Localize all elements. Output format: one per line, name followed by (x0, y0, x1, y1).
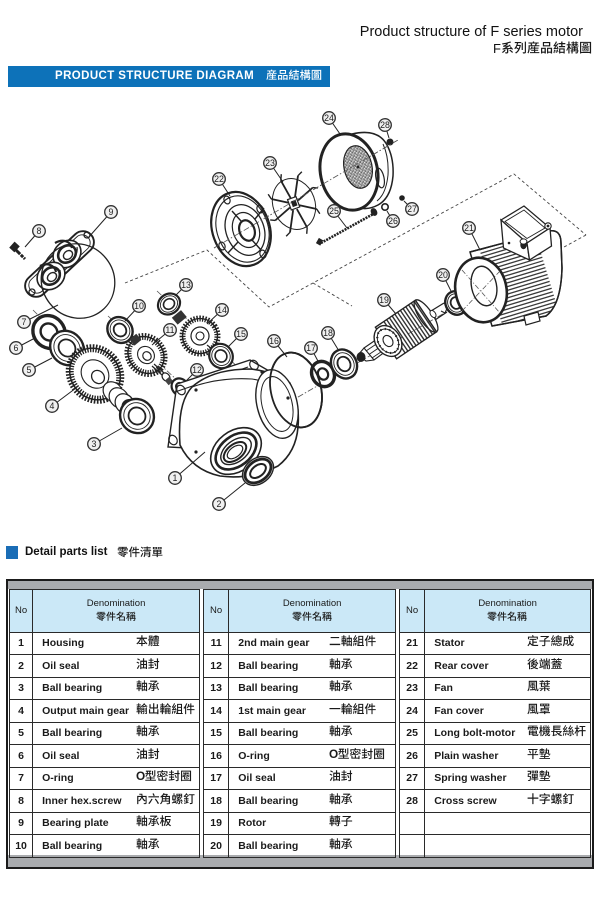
svg-text:18: 18 (323, 328, 333, 338)
svg-text:8: 8 (37, 226, 42, 236)
svg-text:23: 23 (265, 158, 275, 168)
svg-text:5: 5 (27, 365, 32, 375)
svg-text:2: 2 (217, 499, 222, 509)
svg-text:O: O (329, 747, 338, 761)
svg-text:17: 17 (306, 343, 316, 353)
svg-text:26: 26 (388, 216, 398, 226)
svg-text:7: 7 (22, 317, 27, 327)
svg-text:27: 27 (407, 204, 417, 214)
svg-text:28: 28 (380, 120, 390, 130)
svg-text:10: 10 (134, 301, 144, 311)
svg-text:19: 19 (379, 295, 389, 305)
svg-text:13: 13 (181, 280, 191, 290)
svg-text:20: 20 (438, 270, 448, 280)
svg-text:25: 25 (329, 206, 339, 216)
svg-text:21: 21 (464, 223, 474, 233)
svg-text:15: 15 (236, 329, 246, 339)
svg-text:3: 3 (92, 439, 97, 449)
svg-text:6: 6 (14, 343, 19, 353)
svg-text:O: O (136, 769, 145, 783)
svg-text:22: 22 (214, 174, 224, 184)
svg-text:14: 14 (217, 305, 227, 315)
svg-text:1: 1 (173, 473, 178, 483)
svg-text:9: 9 (109, 207, 114, 217)
svg-text:11: 11 (165, 325, 174, 335)
svg-text:24: 24 (324, 113, 334, 123)
svg-text:16: 16 (269, 336, 279, 346)
svg-text:12: 12 (192, 365, 202, 375)
svg-text:4: 4 (50, 401, 55, 411)
